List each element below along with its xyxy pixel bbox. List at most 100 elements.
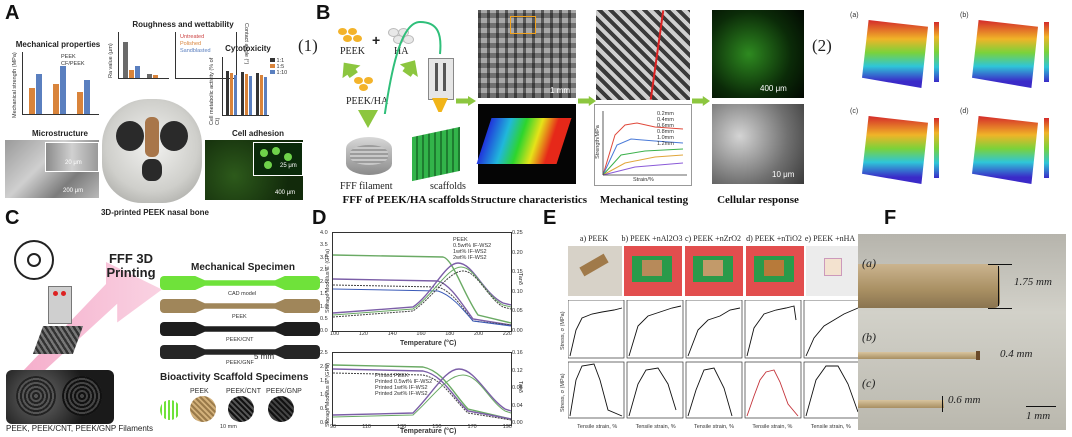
c-nozzle	[48, 286, 72, 324]
b-structure-sem: 1 mm	[478, 10, 576, 98]
b-mech-sem	[596, 10, 690, 100]
b-down-arrow-icon	[358, 110, 378, 128]
c-bio-peek-label: PEEK	[190, 388, 209, 395]
e-photo-label-2: b) PEEK +nAl2O3	[621, 234, 683, 243]
c-bio-gnp	[268, 396, 294, 422]
f-filament-b	[858, 352, 978, 359]
b-surface-c: (c)	[848, 106, 954, 198]
c-scale-5mm: 5 mm	[254, 352, 274, 361]
b-arrow-3-icon	[692, 96, 710, 106]
b-scale-1mm: 1 mm	[550, 86, 570, 95]
f-scale-bar	[1026, 406, 1056, 407]
a-rough-chart	[118, 32, 169, 79]
f-sub-b: (b)	[862, 330, 876, 344]
a-mech-title: Mechanical properties	[15, 40, 101, 49]
a-cyto-ylabel: Cell metabolic activity (% of Ct)	[209, 57, 221, 125]
f-filament-c	[858, 400, 944, 408]
b-mech-xlabel: Strain/%	[633, 177, 654, 183]
a-cyto-title: Cytotoxicity	[225, 44, 271, 53]
e-photo-label-3: c) PEEK +nZrO2	[684, 234, 742, 243]
f-filament-photo: (a) 1.75 mm (b) 0.4 mm (c) 0.6 mm 1 mm	[858, 234, 1066, 430]
panel-label-b: B	[316, 2, 331, 24]
c-bio-peek	[190, 396, 216, 422]
b-plus-icon: +	[372, 32, 381, 48]
e-ylabel-bot: Stress, σ (MPa)	[560, 373, 566, 412]
c-bio-cnt-label: PEEK/CNT	[226, 388, 262, 395]
f-filament-a	[858, 264, 1000, 308]
b-surface-heatmap	[476, 104, 576, 184]
b-ha: HA	[394, 46, 409, 57]
c-scale-10mm: 10 mm	[220, 424, 237, 430]
e-ylabel-top: Stress, σ (MPa)	[560, 311, 566, 350]
b-cap-structure: Structure characteristics	[470, 194, 588, 206]
a-cyto-legend: 1:1 1:5 1:10	[270, 58, 292, 76]
f-sub-c: (c)	[862, 376, 876, 390]
b-process-arrows	[342, 60, 418, 79]
c-bio-title: Bioactivity Scaffold Specimens	[160, 372, 309, 383]
e-xlabels: Tensile strain, %Tensile strain, %Tensil…	[577, 424, 851, 430]
a-cyto-legend-3: 1:10	[276, 70, 288, 76]
a-adhesion-scale2: 400 μm	[275, 190, 296, 196]
a-rough-ylabel: Ra value (μm)	[108, 43, 114, 78]
a-rough-legend-3: Sandblasted	[180, 48, 211, 54]
b-fff-filament: FFF filament	[340, 181, 393, 192]
a-mech-legend-cfpeek: CF/PEEK	[61, 61, 85, 67]
a-micro-scale1: 20 μm	[65, 160, 82, 166]
c-bio-gnp-label: PEEK/GNP	[266, 388, 302, 395]
b-arrow-2-icon	[578, 96, 596, 106]
c-spool-outline-icon	[14, 240, 54, 280]
c-mech-title: Mechanical Specimen	[191, 262, 295, 273]
c-specimen-cad	[160, 276, 320, 290]
panel-label-d: D	[312, 207, 327, 229]
panel-label-a: A	[5, 2, 20, 24]
d-bot-xlabel: Temperature (°C)	[400, 428, 457, 435]
e-photo-label-5: e) PEEK +nHA	[804, 234, 856, 243]
a-wet-chart: Untreated Polished Sandblasted	[175, 32, 237, 79]
b-surface-b: (b)	[958, 10, 1064, 102]
c-specimen-peek	[160, 299, 320, 313]
b-filament-path	[383, 20, 442, 114]
c-specimen-cad-label: CAD model	[228, 291, 257, 297]
a-mech-legend-peek: PEEK	[61, 54, 76, 60]
d-bot-chart: Printed PEEK Printed 0.5wt% IF-WS2 Print…	[332, 352, 512, 426]
e-photo-3	[685, 246, 743, 296]
a-cyto-legend-2: 1:5	[276, 64, 285, 70]
a-rough-legend-1: Untreated	[180, 34, 205, 40]
c-bio-cnt	[228, 396, 254, 422]
c-fff-print: FFF 3D Printing	[106, 251, 156, 280]
b-cap-mech: Mechanical testing	[599, 194, 689, 206]
e-photo-1	[568, 246, 622, 296]
b-surface-a: (a)	[848, 10, 954, 102]
a-cyto-chart	[222, 57, 269, 116]
b-scale-10: 10 μm	[772, 170, 795, 179]
b-sub2: (2)	[812, 36, 832, 55]
d-top-xlabel: Temperature (°C)	[400, 340, 457, 347]
b-printer-head	[428, 58, 454, 100]
e-photo-5	[806, 246, 860, 296]
c-specimen-peek-label: PEEK	[232, 314, 247, 320]
b-peek: PEEK	[340, 46, 365, 57]
a-mech-ylabel: Mechanical strength (MPa)	[12, 52, 18, 118]
a-adhesion-title: Cell adhesion	[231, 129, 284, 138]
f-sub-a: (a)	[862, 256, 876, 270]
d-top-chart: PEEK 0.5wt% IF-WS2 1wt% IF-WS2 2wt% IF-W…	[332, 232, 512, 332]
a-cyto-legend-1: 1:1	[276, 58, 285, 64]
b-scale-400: 400 μm	[760, 84, 787, 93]
b-cell-sem: 10 μm	[712, 104, 804, 184]
c-specimen-gnf	[160, 345, 320, 359]
c-specimen-gnf-label: PEEK/GNF	[226, 360, 254, 366]
d-top-legend: PEEK 0.5wt% IF-WS2 1wt% IF-WS2 2wt% IF-W…	[453, 237, 492, 261]
b-peek-ha: PEEK/HA	[346, 96, 389, 107]
c-filaments: PEEK, PEEK/CNT, PEEK/GNP Filaments	[6, 424, 154, 433]
e-photo-4	[746, 246, 804, 296]
panel-label-e: E	[543, 207, 557, 229]
b-scaffolds: scaffolds	[430, 181, 466, 192]
f-dim-c: 0.6 mm	[948, 394, 981, 406]
